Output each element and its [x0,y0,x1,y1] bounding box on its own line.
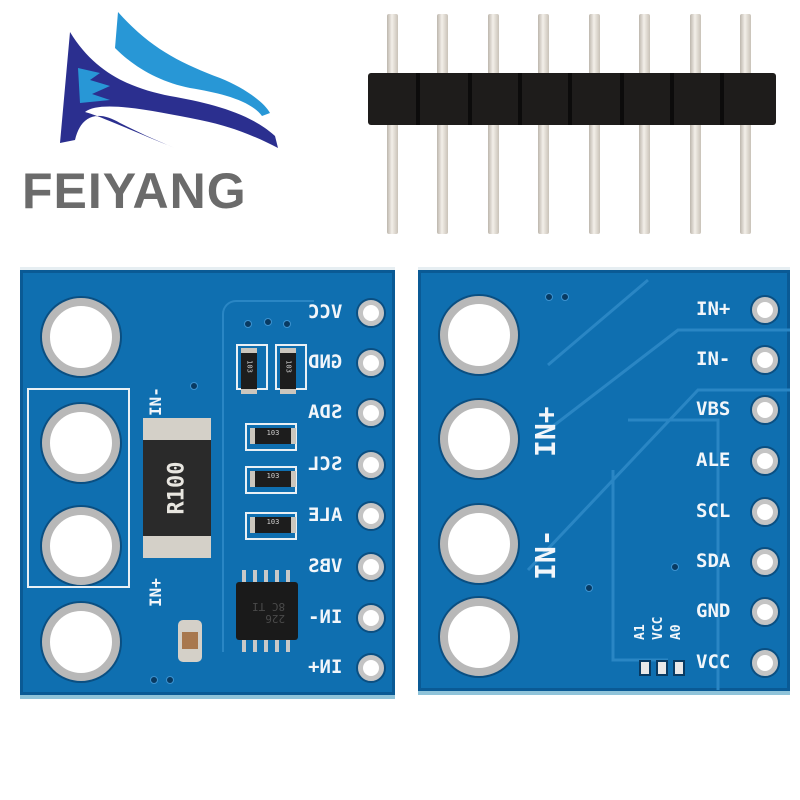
back-terminal-label-in-plus: IN+ [529,406,562,457]
terminal-hole [440,505,518,583]
back-pin-label-scl: SCL [696,500,731,522]
front-pin-label-ale: ALE [308,504,343,526]
back-pin-label-gnd: GND [696,600,731,622]
smd-resistor: 103 [250,517,296,533]
addr-label-a1: A1 [633,624,648,640]
pin-pad-in-plus[interactable] [358,655,384,681]
flag-logo-icon [60,12,278,148]
front-pin-label-in-plus: IN+ [308,656,343,678]
address-jumper-vcc[interactable] [656,660,668,676]
mounting-hole [440,296,518,374]
pin-pad-gnd[interactable] [752,599,778,625]
back-terminal-label-in-minus: IN- [529,529,562,580]
front-pin-label-in-minus: IN- [308,606,343,628]
pcb-traces [526,278,790,690]
front-pin-label-sda: SDA [308,401,343,423]
back-pin-label-in-plus: IN+ [696,298,731,320]
smd-resistor: 103 [280,348,296,394]
back-pin-label-in-minus: IN- [696,348,731,370]
terminal-hole [440,400,518,478]
mounting-hole [42,298,120,376]
pin-pad-gnd[interactable] [358,350,384,376]
shunt-resistor: R100 [143,418,211,558]
pin-pad-sda[interactable] [358,400,384,426]
pcb-trace [222,300,314,652]
back-pin-label-ale: ALE [696,449,731,471]
smd-resistor: 103 [250,471,296,487]
pin-pad-in-minus[interactable] [752,347,778,373]
front-pin-label-scl: SCL [308,453,343,475]
front-pin-label-vcc: VCC [308,301,343,323]
pin-pad-ale[interactable] [358,503,384,529]
addr-label-vcc: VCC [651,616,666,640]
pin-pad-scl[interactable] [752,499,778,525]
pin-pad-in-minus[interactable] [358,605,384,631]
front-pin-label-gnd: GND [308,351,343,373]
back-pin-label-vcc: VCC [696,651,731,673]
pin-pad-sda[interactable] [752,549,778,575]
addr-label-a0: A0 [669,624,684,640]
smd-capacitor [178,620,202,662]
pin-pad-vcc[interactable] [752,650,778,676]
address-jumper-a1[interactable] [639,660,651,676]
header-housing [368,73,776,125]
smd-resistor: 103 [250,428,296,444]
front-terminal-label-in-minus: IN- [146,387,165,416]
terminal-hole [42,507,120,585]
chip-marking: 226 8C TI [252,600,286,625]
ina-chip [236,570,298,652]
terminal-outline [27,388,130,588]
pin-pad-in-plus[interactable] [752,297,778,323]
pin-pad-vcc[interactable] [358,300,384,326]
brand-name: FEIYANG [22,163,247,219]
mounting-hole [440,598,518,676]
address-jumper-a0[interactable] [673,660,685,676]
back-pin-label-sda: SDA [696,550,731,572]
terminal-hole [42,404,120,482]
pin-pad-ale[interactable] [752,448,778,474]
pin-pad-vbs[interactable] [752,397,778,423]
front-terminal-label-in-plus: IN+ [146,578,165,607]
smd-resistor: 103 [241,348,257,394]
mounting-hole [42,603,120,681]
pin-pad-scl[interactable] [358,452,384,478]
pin-pad-vbs[interactable] [358,554,384,580]
front-pin-label-vbs: VBS [308,555,343,577]
back-pin-label-vbs: VBS [696,398,731,420]
